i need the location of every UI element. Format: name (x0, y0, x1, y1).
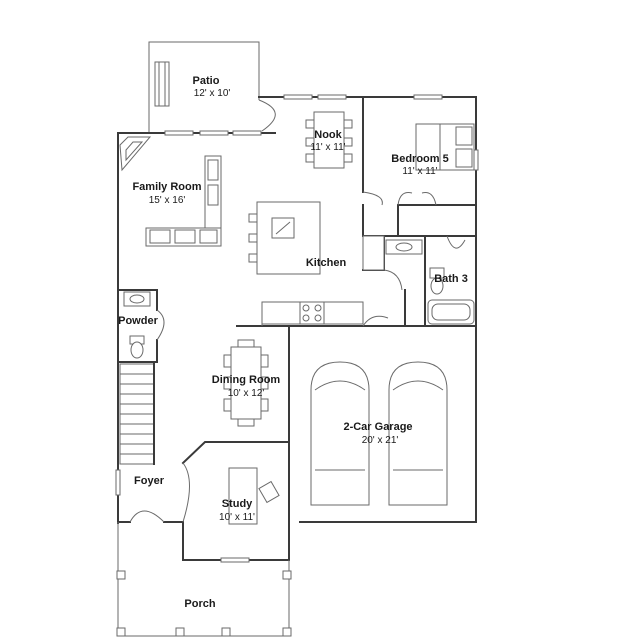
powder-name: Powder (118, 315, 158, 327)
windows (115, 94, 479, 563)
kitchen-name: Kitchen (306, 257, 347, 269)
room-labels: Patio 12' x 10' Nook 11' x 11' Bedroom 5… (118, 75, 468, 610)
bedroom5-name: Bedroom 5 (391, 153, 448, 165)
nook-name: Nook (314, 129, 342, 141)
family-room-name: Family Room (132, 181, 201, 193)
sofa (145, 155, 222, 247)
porch (116, 522, 292, 637)
patio-dims: 12' x 10' (194, 88, 231, 99)
powder-fixtures (123, 291, 151, 359)
porch-name: Porch (184, 598, 215, 610)
kitchen-island (248, 201, 385, 325)
bed (415, 123, 475, 171)
exterior-walls (117, 41, 477, 561)
bath3-fixtures (385, 239, 475, 325)
bedroom5-dims: 11' x 11' (402, 166, 437, 177)
study-dims: 10' x 11' (219, 512, 255, 523)
foyer-name: Foyer (134, 475, 165, 487)
patio-furniture (154, 61, 170, 107)
study-desk (228, 467, 280, 525)
stairs (119, 363, 155, 465)
dining-table (223, 339, 269, 427)
garage-cars (310, 361, 448, 506)
garage-dims: 20' x 21' (362, 435, 399, 446)
family-room-dims: 15' x 16' (149, 195, 186, 206)
nook-dims: 11' x 11' (310, 142, 345, 153)
nook-table (305, 111, 353, 169)
garage-name: 2-Car Garage (343, 421, 412, 433)
study-name: Study (222, 498, 253, 510)
patio-name: Patio (193, 75, 220, 87)
bath3-name: Bath 3 (434, 273, 468, 285)
dining-room-name: Dining Room (212, 374, 281, 386)
doors (129, 191, 466, 523)
fireplace-icon (119, 136, 152, 172)
dining-room-dims: 10' x 12' (228, 388, 265, 399)
